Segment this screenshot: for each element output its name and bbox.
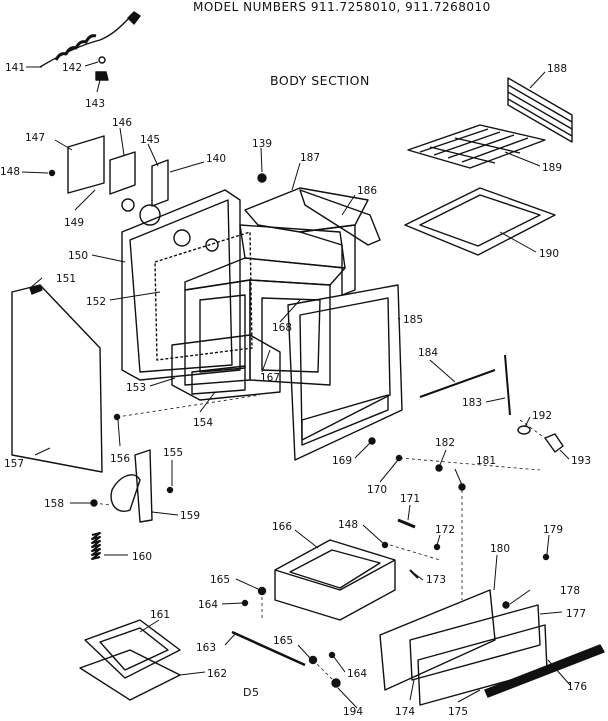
part-label: 188 — [547, 63, 567, 75]
part-label: 175 — [448, 706, 468, 718]
part-label: 154 — [193, 417, 213, 429]
part-label: 151 — [56, 273, 76, 285]
rod-part — [419, 369, 496, 398]
spring-part — [91, 532, 101, 560]
part-label: 181 — [476, 455, 496, 467]
part-label: 161 — [150, 609, 170, 621]
part-label: 164 — [347, 668, 367, 680]
hinge-part — [90, 413, 174, 523]
part-label: 145 — [140, 134, 160, 146]
part-label: 184 — [418, 347, 438, 359]
part-number-labels: 141 142 143 146 147 145 148 139 140 187 … — [0, 62, 591, 718]
part-label: 179 — [543, 524, 563, 536]
part-label: 183 — [462, 397, 482, 409]
part-label: 160 — [132, 551, 152, 563]
leader-lines — [21, 61, 571, 709]
rail-part — [231, 630, 306, 667]
top-cover-part — [244, 187, 369, 296]
part-label: 158 — [44, 498, 64, 510]
part-label: 185 — [403, 314, 423, 326]
oven-body-part — [184, 224, 346, 386]
part-label: 155 — [163, 447, 183, 459]
rear-panel-part — [121, 189, 241, 381]
part-label: 139 — [252, 138, 272, 150]
part-label: 178 — [560, 585, 580, 597]
part-label: 167 — [260, 372, 280, 384]
top-strip-part — [299, 189, 381, 246]
oven-rack-part — [407, 124, 546, 169]
part-label: 143 — [85, 98, 105, 110]
part-label: 190 — [539, 248, 559, 260]
part-label: 194 — [343, 706, 363, 718]
part-label: 169 — [332, 455, 352, 467]
lower-drawer-front-part — [379, 589, 605, 706]
dashed-guides — [93, 394, 546, 684]
part-label: 148 — [338, 519, 358, 531]
part-label: 149 — [64, 217, 84, 229]
part-label: 172 — [435, 524, 455, 536]
part-label: 193 — [571, 455, 591, 467]
part-label: 177 — [566, 608, 586, 620]
back-brackets-part — [48, 135, 169, 207]
part-label: 152 — [86, 296, 106, 308]
part-label: 159 — [180, 510, 200, 522]
broil-pan-part — [404, 187, 556, 256]
part-label: 153 — [126, 382, 146, 394]
part-label: 189 — [542, 162, 562, 174]
part-label: 182 — [435, 437, 455, 449]
part-label: 173 — [426, 574, 446, 586]
part-label: 146 — [112, 117, 132, 129]
part-label: 186 — [357, 185, 377, 197]
part-label: 148 — [0, 166, 20, 178]
insulation-part — [154, 231, 253, 361]
part-label: 164 — [198, 599, 218, 611]
page-code: D5 — [243, 686, 260, 699]
model-numbers-heading: MODEL NUMBERS 911.7258010, 911.7268010 — [193, 0, 491, 14]
power-cord-part — [39, 11, 141, 81]
part-label: 171 — [400, 493, 420, 505]
section-title: BODY SECTION — [270, 73, 370, 88]
part-label: 187 — [300, 152, 320, 164]
part-label: 150 — [68, 250, 88, 262]
part-label: 166 — [272, 521, 292, 533]
broil-rack-part — [507, 77, 573, 143]
part-label: 174 — [395, 706, 415, 718]
part-label: 170 — [367, 484, 387, 496]
knob-part — [517, 425, 564, 453]
drip-tray-part — [79, 619, 181, 701]
part-label: 141 — [5, 62, 25, 74]
part-label: 168 — [272, 322, 292, 334]
part-label: 162 — [207, 668, 227, 680]
part-label: 157 — [4, 458, 24, 470]
part-label: 176 — [567, 681, 587, 693]
side-panel-part — [11, 284, 103, 473]
door-frame-part — [287, 284, 403, 461]
storage-drawer-part — [274, 539, 396, 621]
part-label: 147 — [25, 132, 45, 144]
lower-frame-part — [171, 334, 281, 401]
part-label: 192 — [532, 410, 552, 422]
part-label: 165 — [210, 574, 230, 586]
part-label: 163 — [196, 642, 216, 654]
part-label: 140 — [206, 153, 226, 165]
part-label: 156 — [110, 453, 130, 465]
part-label: 142 — [62, 62, 82, 74]
part-label: 180 — [490, 543, 510, 555]
part-label: 165 — [273, 635, 293, 647]
rod-part — [504, 354, 511, 416]
